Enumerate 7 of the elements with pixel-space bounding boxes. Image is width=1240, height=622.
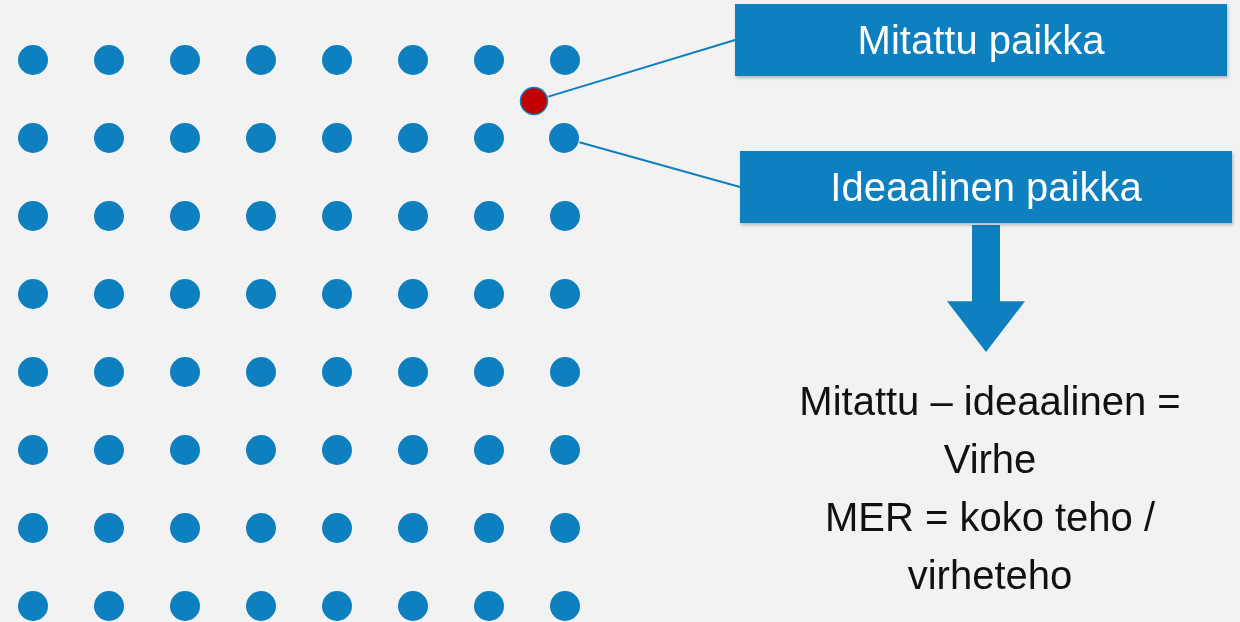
block-arrow	[947, 225, 1025, 352]
formula-text: MER = koko teho / virheteho	[823, 494, 1157, 599]
leader-line	[578, 141, 741, 188]
label-box: Ideaalinen paikka	[740, 151, 1232, 223]
formula-text: Mitattu – ideaalinen = Virhe	[798, 378, 1182, 483]
leader-line	[547, 39, 736, 98]
label-box: Mitattu paikka	[735, 4, 1227, 76]
